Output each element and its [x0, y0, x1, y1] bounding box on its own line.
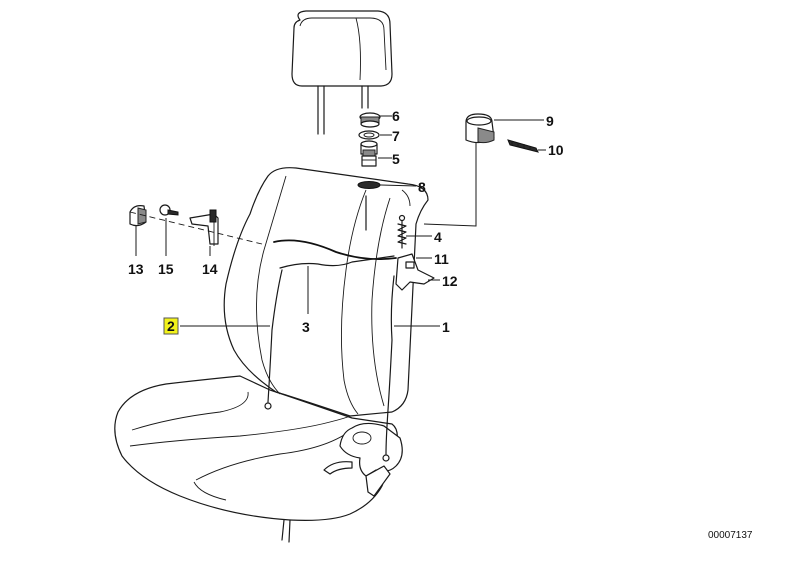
label-part-15: 15 — [158, 261, 174, 277]
label-part-9: 9 — [546, 113, 554, 129]
label-part-1: 1 — [442, 319, 450, 335]
diagram-code: 00007137 — [708, 530, 753, 541]
label-part-8: 8 — [418, 179, 426, 195]
label-part-7: 7 — [392, 128, 400, 144]
label-part-13: 13 — [128, 261, 144, 277]
backrest — [223, 167, 429, 417]
label-part-5: 5 — [392, 151, 400, 167]
headrest — [291, 10, 393, 135]
bracket-part-14 — [189, 209, 219, 246]
release-cable — [264, 239, 397, 462]
cap-part-9 — [465, 113, 495, 144]
label-part-11: 11 — [434, 251, 449, 267]
seat-cushion — [114, 375, 398, 543]
recliner-mechanism — [323, 422, 403, 497]
screw-part-15 — [159, 204, 179, 216]
leader-lines — [135, 115, 546, 327]
assembly-line-14 — [129, 211, 263, 245]
label-part-2: 2 — [167, 318, 175, 334]
pin-part-10 — [507, 139, 539, 153]
label-part-4: 4 — [434, 229, 442, 245]
label-part-3: 3 — [302, 319, 310, 335]
guide-tube-part-5 — [360, 140, 378, 167]
guide-sleeve-part-6 — [359, 112, 381, 128]
label-part-2-highlight: 2 — [163, 317, 179, 335]
label-part-12: 12 — [442, 273, 458, 289]
label-part-6: 6 — [392, 108, 400, 124]
washer-part-7 — [358, 130, 380, 140]
release-lever-part-12 — [395, 253, 435, 291]
label-part-14: 14 — [202, 261, 218, 277]
spring-part-4 — [397, 214, 407, 249]
ring-part-8 — [357, 181, 381, 189]
cap-part-13 — [129, 205, 147, 227]
label-part-10: 10 — [548, 142, 564, 158]
